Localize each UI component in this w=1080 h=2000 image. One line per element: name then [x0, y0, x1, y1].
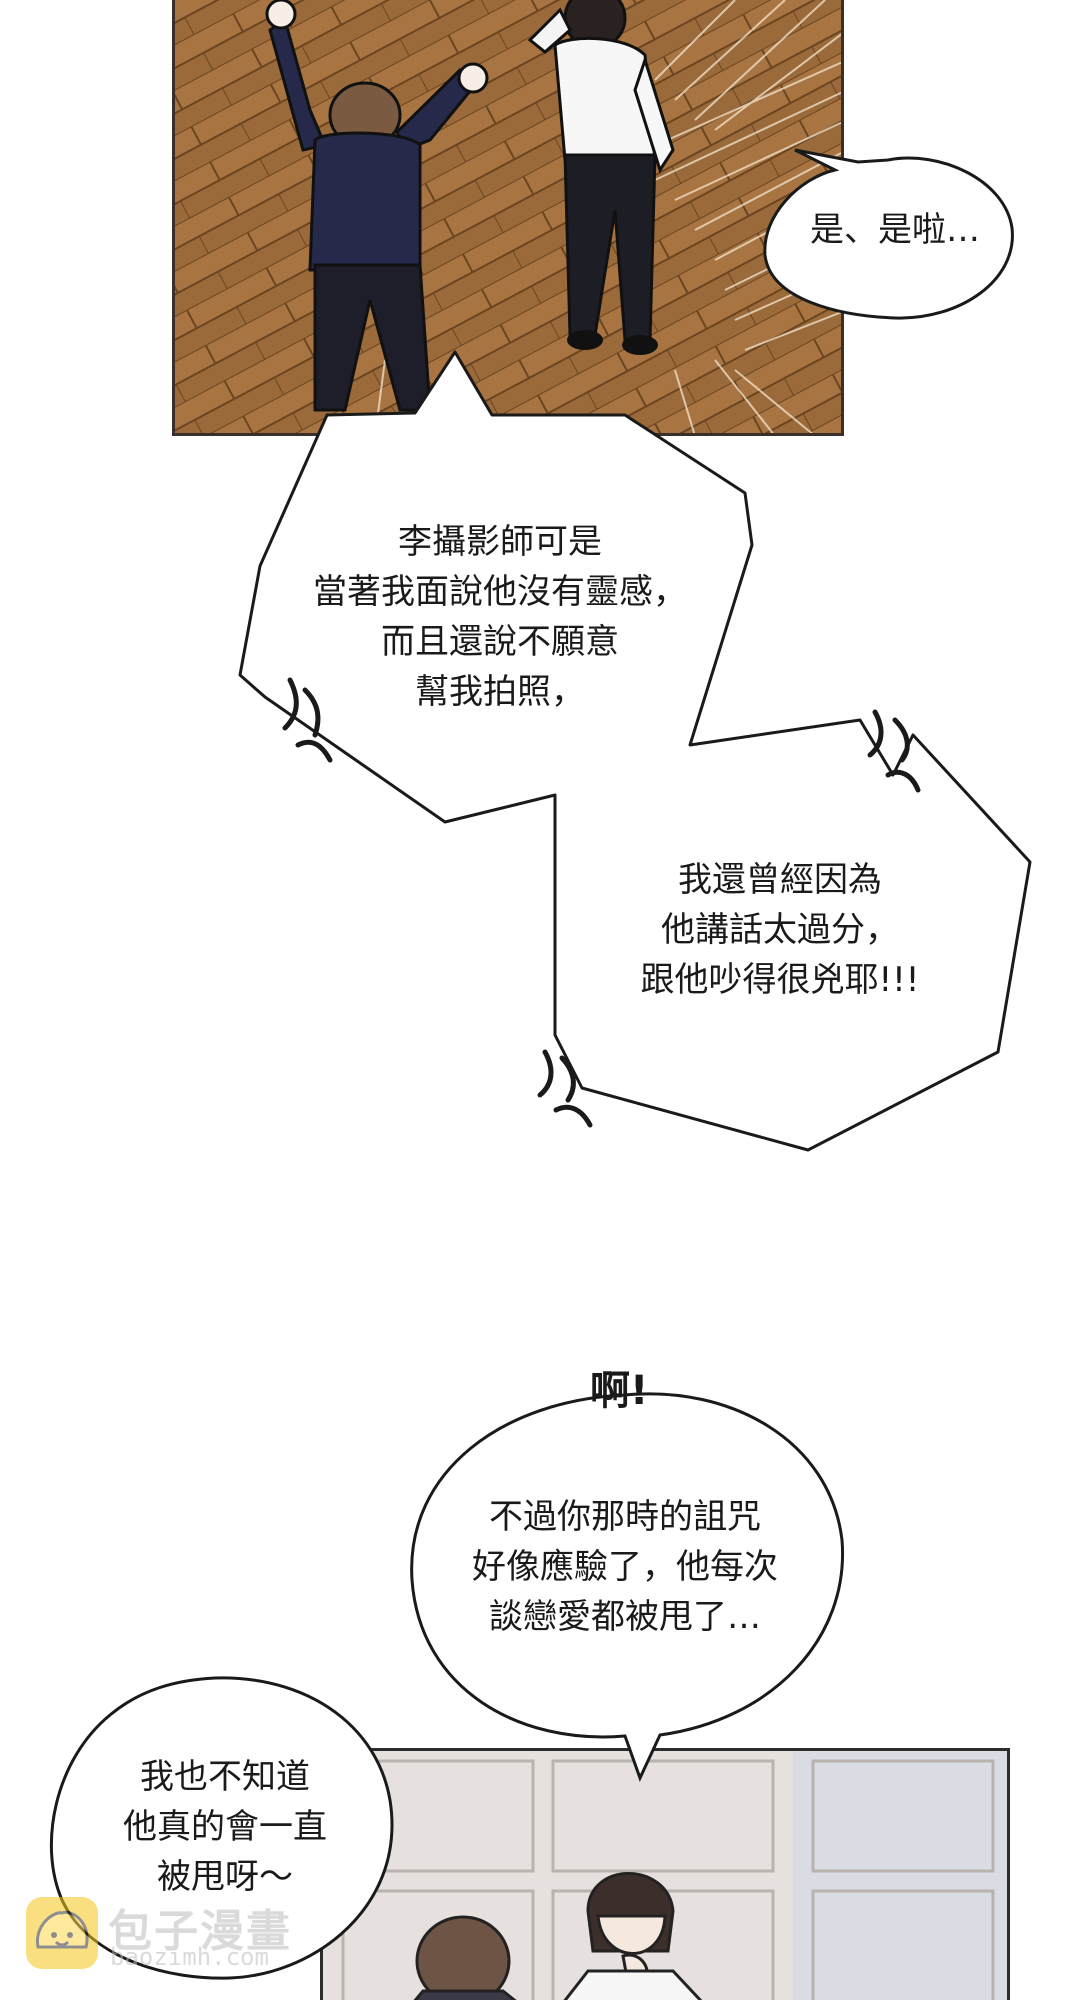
bubble-4-text: 不過你那時的詛咒 好像應驗了，他每次 談戀愛都被甩了…	[430, 1492, 820, 1642]
bubble-4-line: 談戀愛都被甩了…	[489, 1597, 761, 1637]
bubble-4-line: 好像應驗了，他每次	[472, 1547, 778, 1587]
bubble-3-text: 我還曾經因為 他講話太過分， 跟他吵得很兇耶!!!	[590, 855, 970, 1005]
character-dark-hair	[563, 1872, 703, 2000]
bubble-3-line: 我還曾經因為	[678, 860, 882, 900]
bubble-5-line: 被甩呀～	[157, 1857, 293, 1897]
bubble-5-line: 他真的會一直	[123, 1807, 327, 1847]
bubble-1-line: 是、是啦…	[810, 210, 980, 250]
bubble-2-line: 幫我拍照，	[415, 672, 585, 712]
watermark: 包子漫畫 baozimh.com	[24, 1895, 324, 1971]
sound-effect-ah: 啊!	[590, 1368, 649, 1414]
bubble-5-text: 我也不知道 他真的會一直 被甩呀～	[80, 1752, 370, 1902]
bubble-4-line: 不過你那時的詛咒	[489, 1497, 761, 1537]
bubble-2-line: 李攝影師可是	[398, 522, 602, 562]
wood-floor	[175, 0, 841, 433]
bun-logo-icon	[26, 1897, 98, 1969]
bubble-3-line: 他講話太過分，	[661, 910, 899, 950]
bubble-2-3-outline	[238, 350, 1032, 1152]
bubble-2-text: 李攝影師可是 當著我面說他沒有靈感， 而且還說不願意 幫我拍照，	[255, 517, 745, 717]
bubble-3-line: 跟他吵得很兇耶!!!	[640, 960, 920, 1000]
bubble-2-line: 而且還說不願意	[381, 622, 619, 662]
watermark-url: baozimh.com	[110, 1943, 269, 1971]
bubble-5-line: 我也不知道	[140, 1757, 310, 1797]
character-brown-hair	[413, 1915, 517, 2000]
bubble-2-line: 當著我面說他沒有靈感，	[313, 572, 687, 612]
comic-panel-bottom	[320, 1748, 1010, 2000]
comic-panel-top	[172, 0, 844, 436]
bubble-1-text: 是、是啦…	[795, 205, 995, 255]
person-embarrassed	[527, 0, 675, 355]
panel-top-artwork	[175, 0, 841, 433]
watermark-title: 包子漫畫	[108, 1906, 292, 1957]
panel-bottom-artwork	[323, 1751, 1007, 2000]
